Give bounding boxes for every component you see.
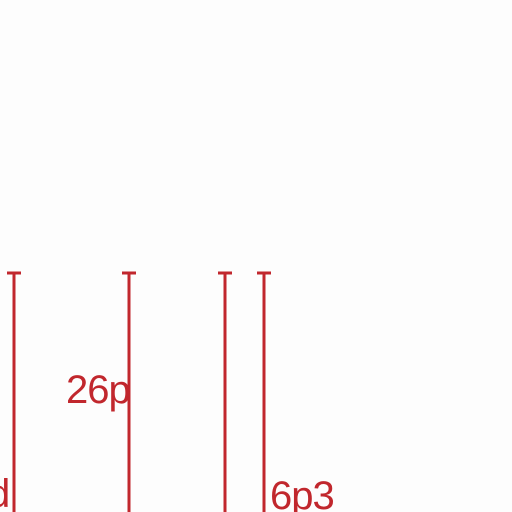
measure-line-1 (7, 271, 21, 512)
measure-label-left: d (0, 474, 10, 512)
measure-line-4 (257, 271, 271, 512)
measure-line-3 (218, 271, 232, 512)
measure-label-middle: 26p (66, 368, 131, 412)
measure-line-2 (122, 271, 136, 512)
measure-label-right: 6p3 (270, 474, 335, 512)
